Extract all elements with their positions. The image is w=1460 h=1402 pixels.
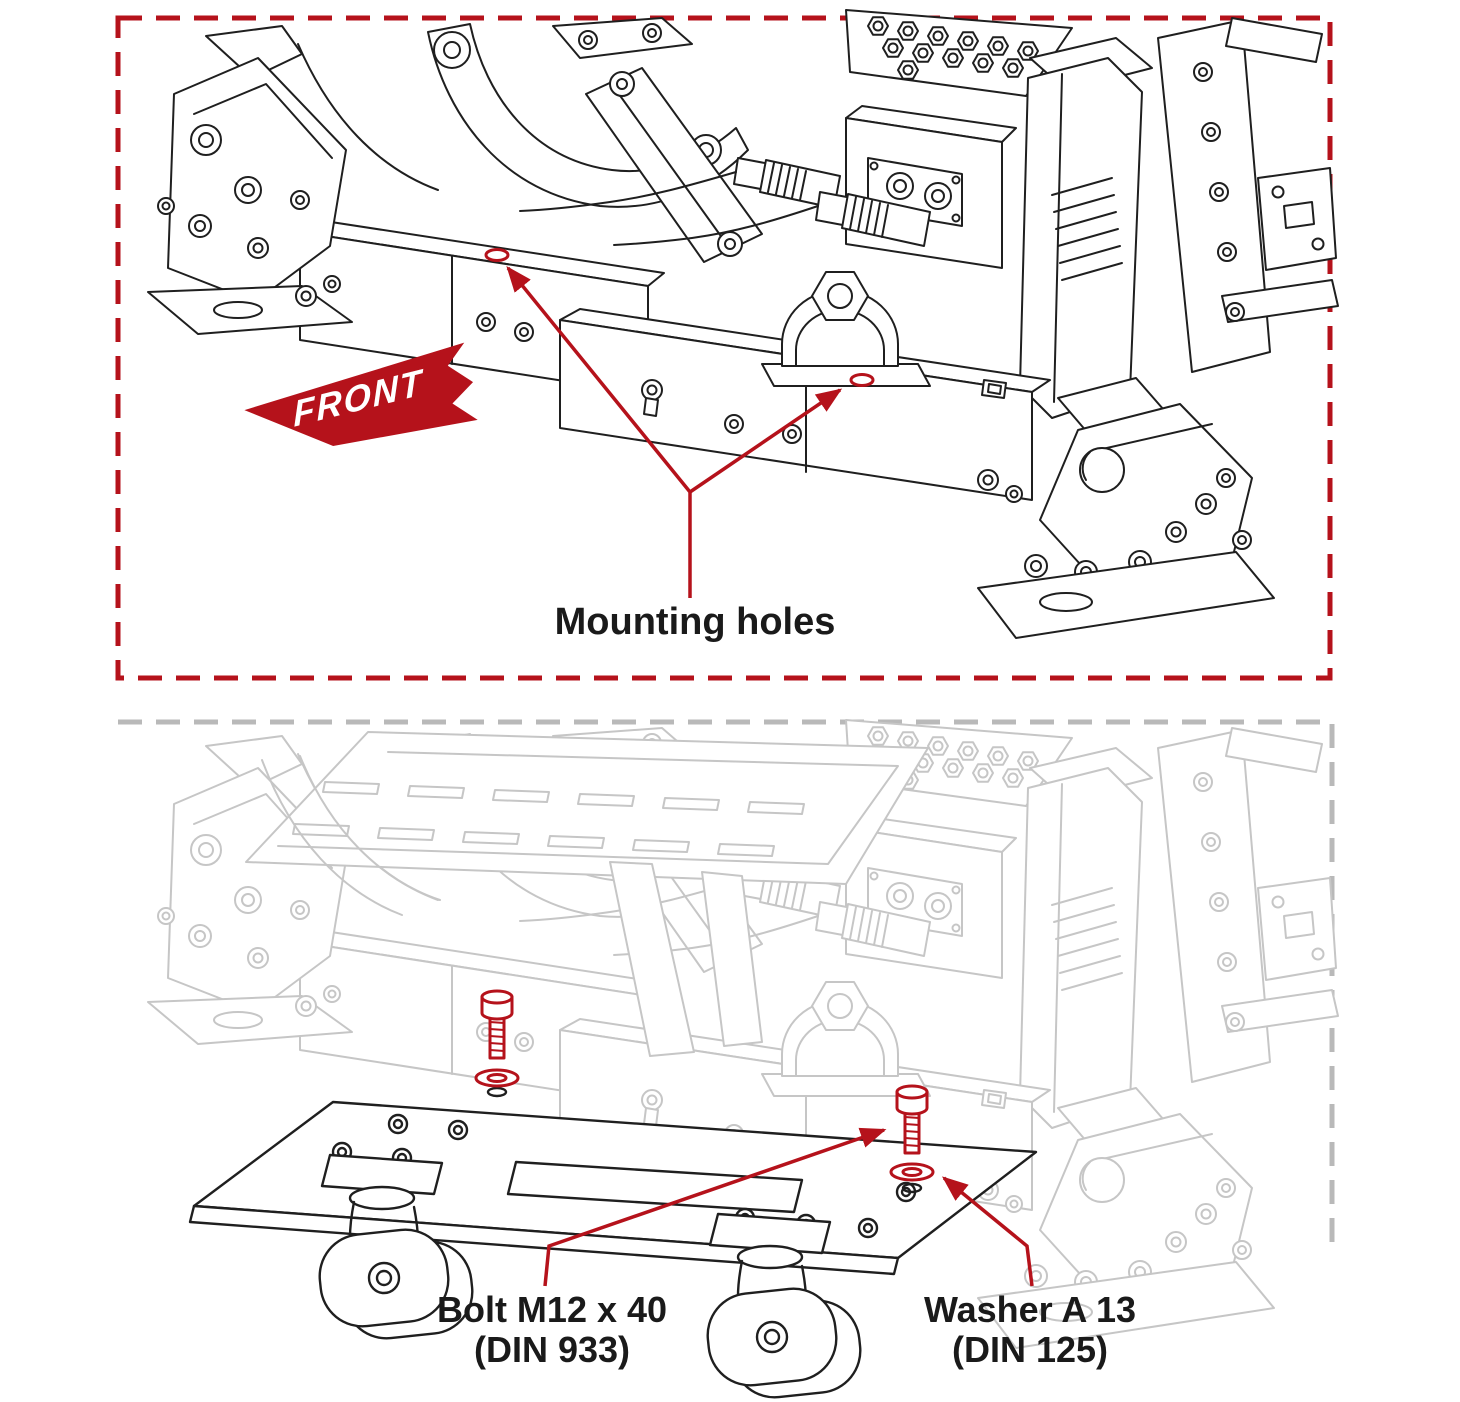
mounting-holes-label: Mounting holes — [555, 601, 836, 643]
machine-underside-drawing — [148, 10, 1338, 638]
washer — [889, 1162, 935, 1182]
bolt-label-line2: (DIN 933) — [474, 1329, 630, 1370]
dolly-plate-slot — [506, 1160, 804, 1214]
caster-wheel-left — [314, 1153, 478, 1344]
washer-label-line2: (DIN 125) — [952, 1329, 1108, 1370]
front-arrow-shape — [244, 342, 478, 446]
machine-ghost-drawing — [148, 720, 1338, 1348]
top-panel-dashed-border — [115, 15, 1333, 681]
mounting-holes-callout: Mounting holes — [484, 248, 875, 643]
washer-label-line1: Washer A 13 — [924, 1289, 1136, 1330]
bolt-callout: Bolt M12 x 40 (DIN 933) — [437, 1127, 887, 1370]
bottom-panel-dashed-border — [118, 719, 1335, 1244]
washer-leader-line — [941, 1176, 1034, 1287]
bolt-label-line1: Bolt M12 x 40 — [437, 1289, 667, 1330]
bolt-hole-rear — [901, 1182, 923, 1194]
mounting-hole-marker-front — [484, 248, 510, 262]
bolt-leader-line — [543, 1127, 887, 1287]
bolt-washer-assembly-right — [889, 1084, 935, 1182]
front-direction-arrow: FRONT — [244, 342, 478, 446]
caster-dolly-drawing — [188, 1086, 1038, 1402]
washer — [474, 1068, 520, 1088]
bolt-washer-assembly-left — [474, 989, 520, 1088]
caster-wheel-center — [702, 1212, 866, 1402]
bolt-hole-front — [486, 1086, 508, 1098]
mounting-holes-leader-line-2 — [689, 388, 843, 494]
washer-callout: Washer A 13 (DIN 125) — [924, 1176, 1136, 1370]
seat-plate — [245, 731, 929, 885]
mounting-hole-marker-rear — [849, 373, 875, 387]
